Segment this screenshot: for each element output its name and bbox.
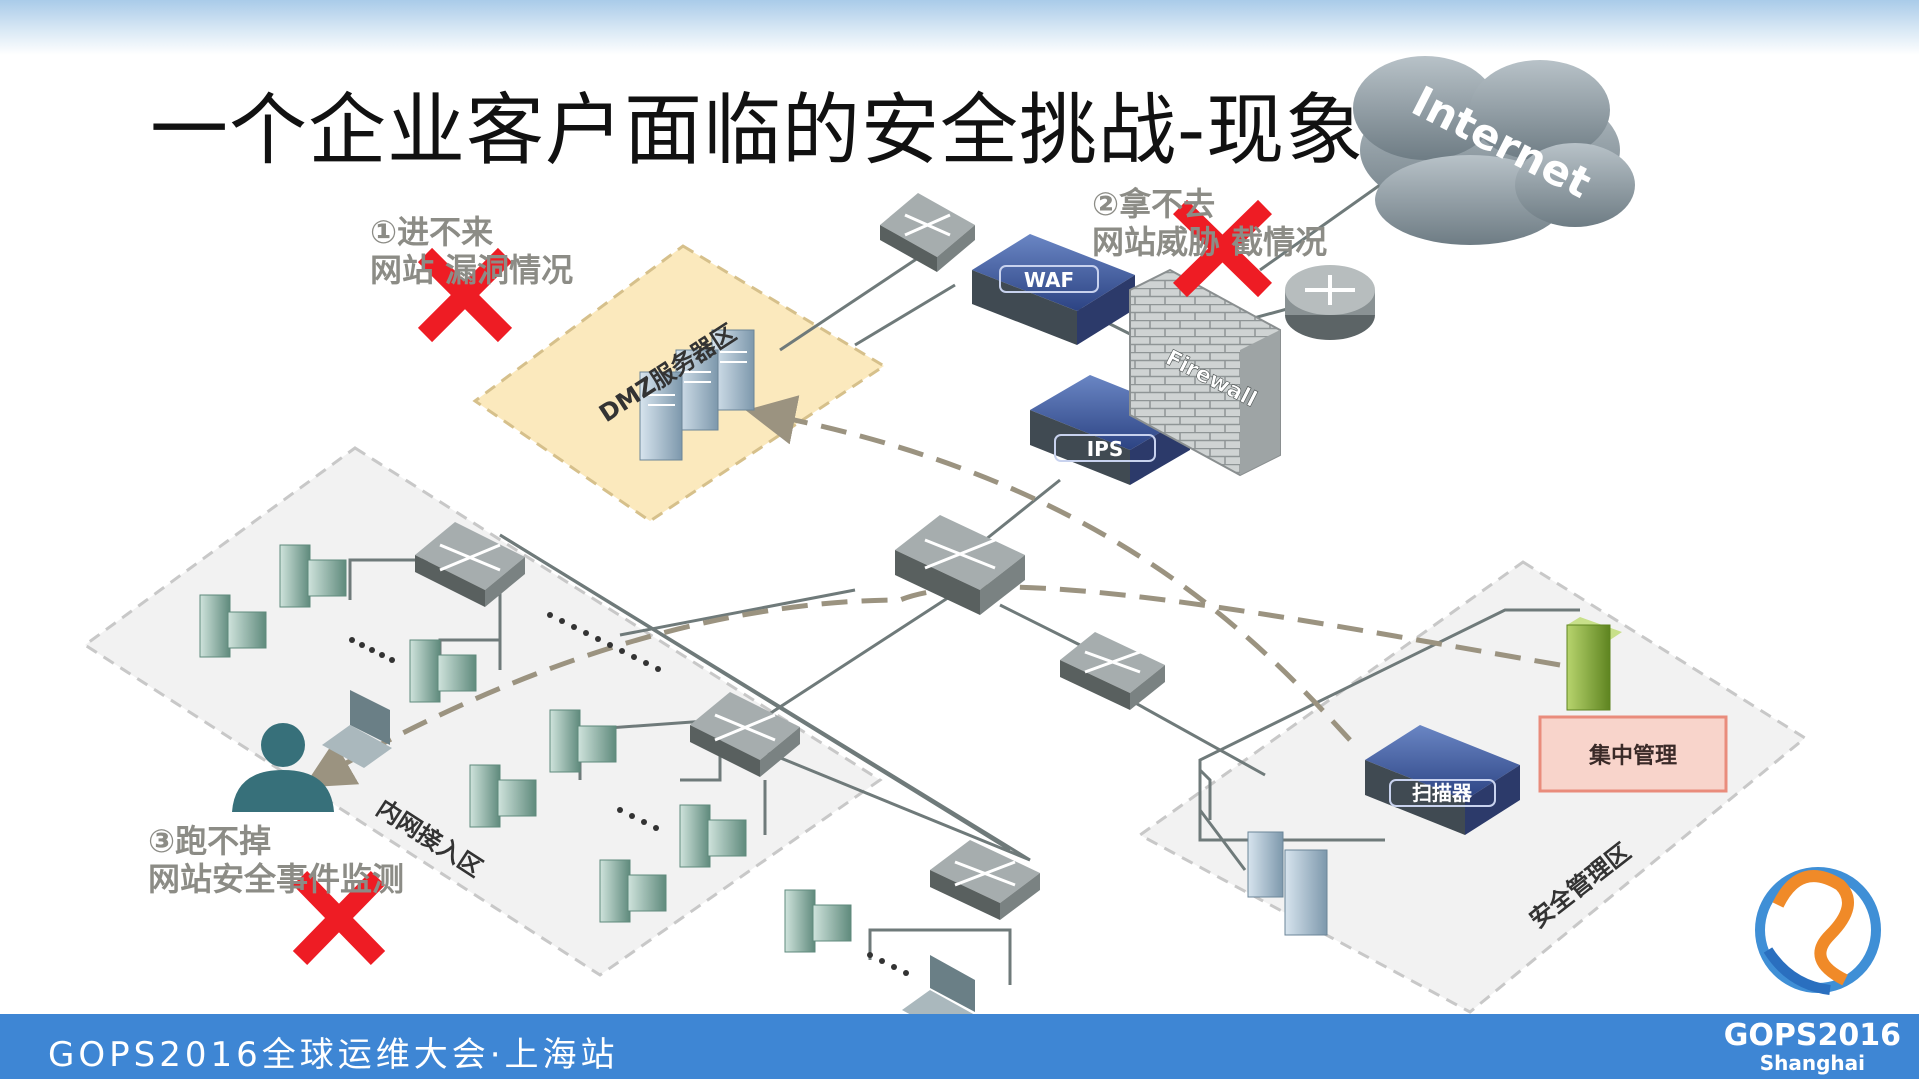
switch-core-icon	[895, 515, 1025, 615]
waf-appliance	[972, 234, 1135, 345]
callout-1-heading: ①进不来	[370, 213, 494, 251]
brand-line-2: Shanghai	[1759, 1051, 1866, 1075]
switch-intranet-1-icon	[415, 522, 525, 607]
router-icon	[1285, 265, 1375, 340]
ips-label: IPS	[1087, 437, 1124, 461]
waf-label: WAF	[1024, 268, 1074, 292]
scanner-label: 扫描器	[1412, 781, 1473, 805]
callout-2-detail: 网站威胁 截情况	[1092, 223, 1328, 261]
gops-logo-icon	[1755, 867, 1881, 995]
callout-1: ①进不来 网站 漏洞情况	[370, 213, 573, 289]
dmz-servers-icon	[639, 329, 755, 461]
switch-right-icon	[1060, 632, 1165, 710]
user-icon	[232, 723, 334, 812]
ellipsis-dots	[349, 612, 909, 976]
footer-brand: GOPS2016 Shanghai	[1723, 1018, 1901, 1075]
callout-2: ②拿不去 网站威胁 截情况	[1092, 185, 1327, 261]
callout-3-detail: 网站安全事件监测	[148, 860, 405, 898]
security-servers-icon	[1247, 831, 1328, 936]
footer-bar	[0, 1014, 1919, 1079]
footer-event-text: GOPS2016全球运维大会·上海站	[48, 1035, 619, 1075]
top-band	[0, 0, 1919, 55]
intranet-pcs-icon	[199, 544, 852, 953]
callout-1-detail: 网站 漏洞情况	[370, 251, 574, 289]
scanner-appliance	[1365, 725, 1520, 835]
switch-intranet-2-icon	[690, 692, 800, 777]
callout-2-heading: ②拿不去	[1092, 185, 1216, 223]
switch-top-icon	[880, 193, 975, 272]
central-mgmt-server-icon	[1566, 617, 1622, 711]
firewall-wall	[1129, 268, 1281, 477]
dashed-paths	[303, 395, 1561, 788]
central-mgmt-label: 集中管理	[1588, 743, 1677, 769]
callout-3: ③跑不掉 网站安全事件监测	[148, 822, 404, 898]
page-title: 一个企业客户面临的安全挑战-现象	[150, 86, 1365, 176]
internet-cloud	[1353, 56, 1635, 245]
brand-line-1: GOPS2016	[1723, 1018, 1901, 1053]
callout-3-heading: ③跑不掉	[148, 822, 272, 860]
central-mgmt-box	[1538, 715, 1728, 793]
switch-intranet-3-icon	[930, 840, 1040, 920]
red-cross-marks	[292, 199, 1272, 965]
